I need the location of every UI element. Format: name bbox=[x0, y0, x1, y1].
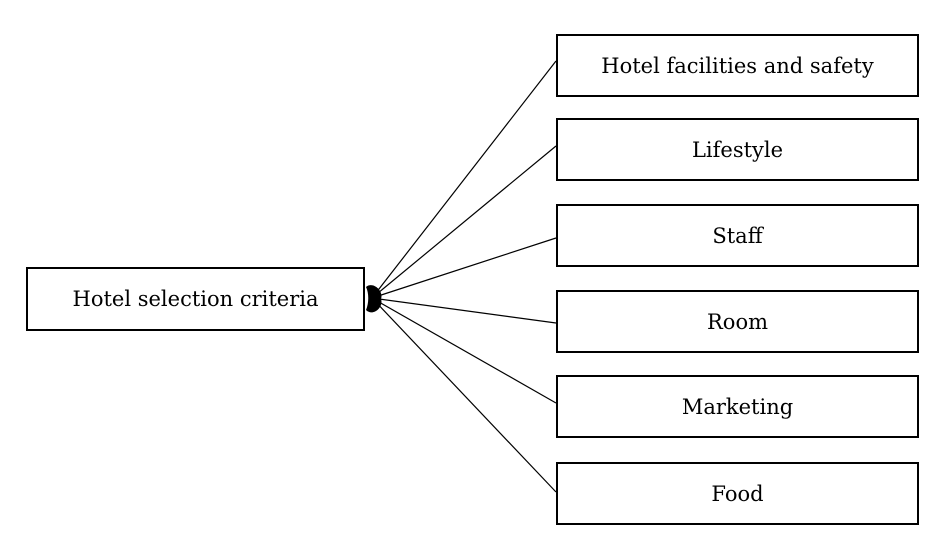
connector-lifestyle bbox=[371, 145, 557, 299]
connector-food bbox=[371, 297, 557, 493]
criterion-label: Hotel facilities and safety bbox=[601, 53, 874, 78]
connector-room bbox=[371, 297, 557, 324]
connector-marketing bbox=[371, 297, 557, 404]
criterion-label: Marketing bbox=[681, 394, 794, 419]
criterion-label: Room bbox=[706, 309, 768, 334]
criterion-staff: Staff bbox=[556, 204, 919, 267]
connector-facilities bbox=[371, 60, 557, 299]
criterion-room: Room bbox=[556, 290, 919, 353]
criterion-label: Staff bbox=[712, 223, 763, 248]
connector-staff bbox=[371, 237, 557, 299]
criterion-label: Food bbox=[711, 481, 764, 506]
criterion-lifestyle: Lifestyle bbox=[556, 118, 919, 181]
criterion-hotel-facilities-and-safety: Hotel facilities and safety bbox=[556, 34, 919, 97]
criterion-label: Lifestyle bbox=[691, 137, 784, 162]
criterion-food: Food bbox=[556, 462, 919, 525]
arrowhead-cluster bbox=[366, 285, 382, 313]
root-node-label: Hotel selection criteria bbox=[72, 287, 319, 311]
criterion-marketing: Marketing bbox=[556, 375, 919, 438]
root-node-hotel-selection-criteria: Hotel selection criteria bbox=[26, 267, 365, 331]
